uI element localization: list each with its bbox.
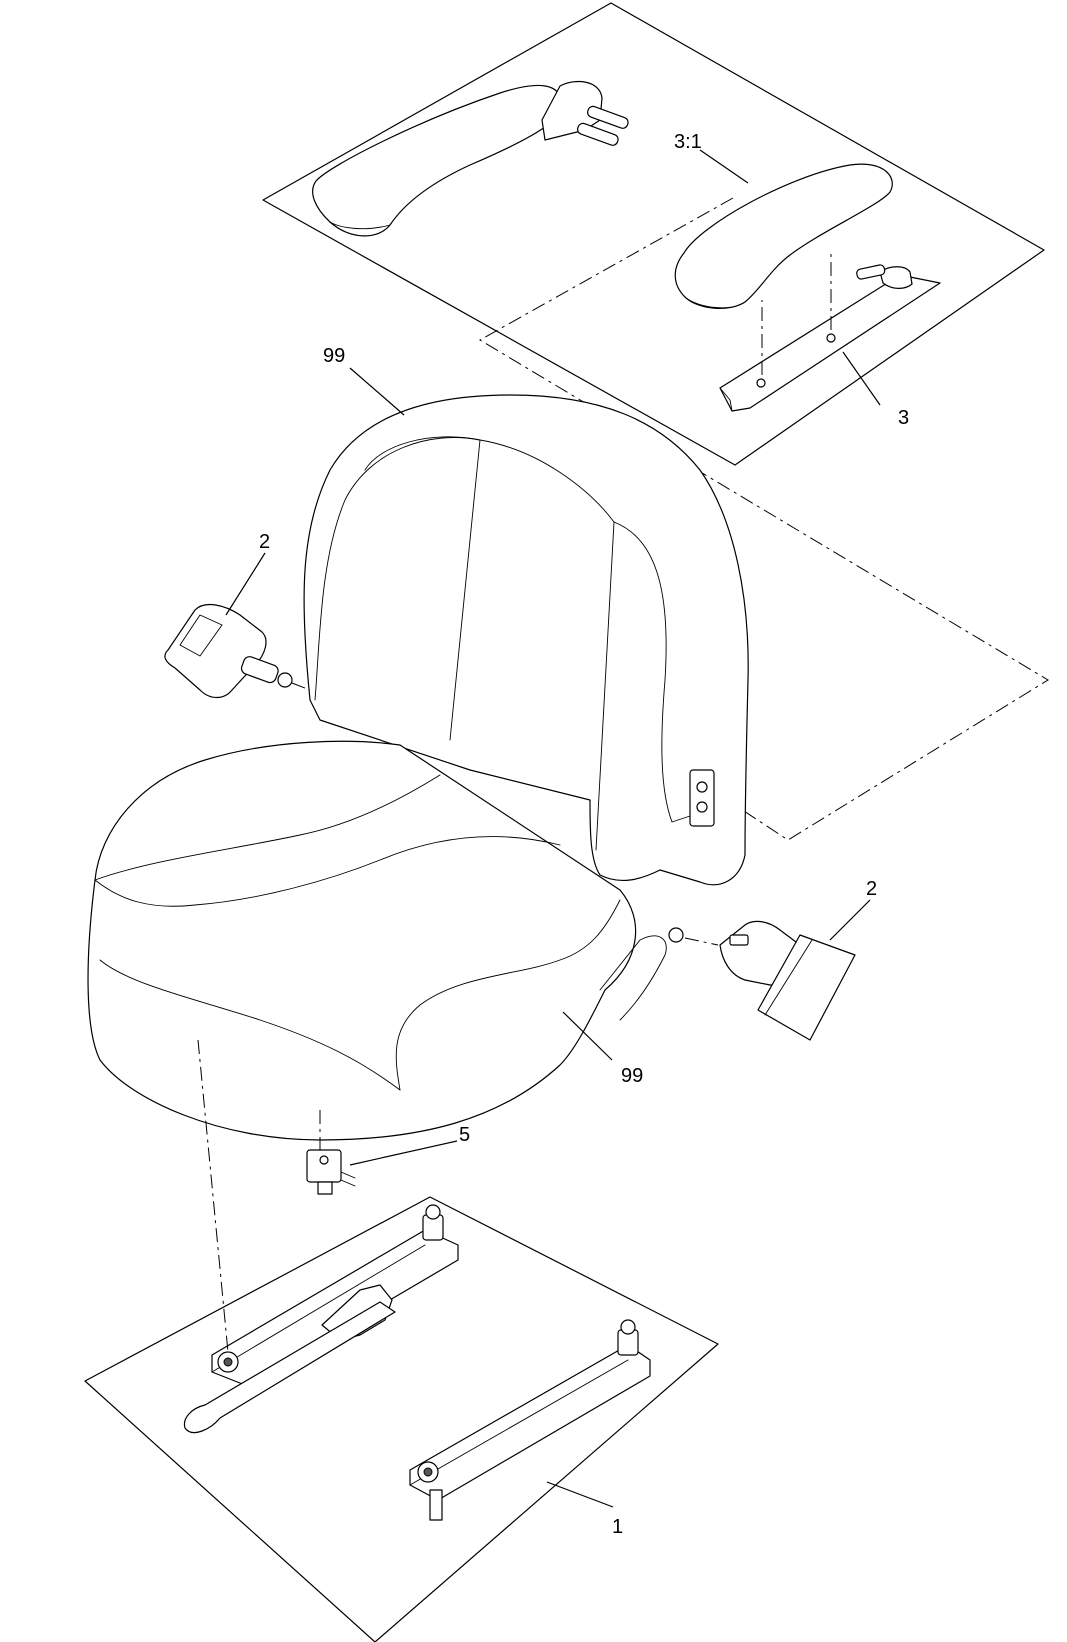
- callout-belt-buckle-right: 2: [866, 878, 877, 900]
- armrest-pad-body: [674, 163, 893, 309]
- slide-rail-panel: [84, 1039, 719, 1642]
- slide-rail-right-rear-stud-cap: [620, 1319, 636, 1335]
- armrest-pivot: [879, 266, 913, 289]
- leader-belt-buckle-right: [829, 899, 871, 941]
- leader-armrest-detail: [699, 149, 749, 184]
- slide-rail-left-front-stud-nut: [223, 1357, 233, 1367]
- callout-seat-cushion: 99: [621, 1065, 643, 1087]
- callout-belt-latch-left: 2: [259, 531, 270, 553]
- seat-cushion-front-seam: [94, 836, 561, 907]
- seat-back-top-panel: [364, 436, 615, 523]
- armrest-inset-panel: [262, 2, 1049, 841]
- callout-armrest: 3: [898, 407, 909, 429]
- slide-rail-right-edge: [409, 1359, 629, 1486]
- belt-latch-left-connector: [240, 656, 279, 684]
- seat-back: [303, 394, 749, 886]
- seat-cushion-right-panel: [395, 899, 621, 1091]
- armrest-panel-frame: [262, 2, 1045, 466]
- belt-buckle-right-strap: [757, 934, 856, 1041]
- seat-back-armrest-mount: [689, 769, 715, 827]
- reference-armrest-pad: [312, 84, 563, 237]
- slide-rail-left-channel: [211, 1229, 459, 1386]
- armrest-pivot-pin: [856, 264, 886, 280]
- seat-switch: [306, 1110, 356, 1195]
- slide-rail-right-front-stud-nut: [423, 1467, 433, 1477]
- seat-cushion: [87, 740, 684, 1141]
- seat-switch-plunger: [319, 1155, 329, 1165]
- armrest-base-plate: [719, 274, 941, 412]
- belt-buckle-right-alignment: [684, 937, 719, 946]
- seat-back-seam-right: [595, 521, 615, 851]
- slide-rail-left-rear-stud-cap: [425, 1204, 441, 1220]
- belt-buckle-right-slot: [729, 934, 749, 946]
- slide-rail-left-edge: [211, 1244, 426, 1373]
- armrest-stud-1: [826, 333, 836, 343]
- reference-armrest-edge: [329, 221, 391, 230]
- callout-armrest-detail: 3:1: [674, 131, 702, 153]
- callout-slide-rails: 1: [612, 1516, 623, 1538]
- seat-back-seam-left: [449, 439, 481, 741]
- seat-belt-anchor-stud: [668, 927, 684, 943]
- callout-seat-back: 99: [323, 345, 345, 367]
- seat-switch-body: [306, 1149, 342, 1183]
- belt-buckle-right: [684, 920, 856, 1041]
- seat-back-shell: [303, 394, 749, 886]
- slide-rail-release-handle: [183, 1301, 396, 1433]
- armrest-base-lip: [719, 387, 733, 412]
- reference-armrest: [312, 80, 629, 237]
- seat-back-mount-hole-2: [696, 801, 708, 813]
- leader-armrest: [842, 351, 881, 406]
- armrest-stud-2: [756, 378, 766, 388]
- belt-latch-left-body: [164, 603, 267, 699]
- seat-back-right-bolster: [613, 521, 703, 823]
- leader-slide-rails: [546, 1481, 614, 1508]
- armrest-pad: [674, 163, 893, 309]
- cushion-to-rail-alignment: [197, 1039, 229, 1353]
- reference-armrest-pin-2: [577, 122, 619, 146]
- slide-rail-right: [409, 1319, 651, 1521]
- armrest-pad-lower-edge: [685, 297, 746, 309]
- seat-back-left-bolster: [314, 437, 481, 701]
- slide-rail-panel-frame: [84, 1196, 719, 1642]
- slide-rail-right-front-foot: [429, 1489, 443, 1521]
- seat-cushion-body: [87, 740, 637, 1141]
- seat-switch-terminal-1: [340, 1171, 356, 1179]
- leader-belt-latch-left: [225, 552, 266, 616]
- seat-switch-terminal-2: [340, 1179, 356, 1187]
- reference-armrest-pin-1: [587, 105, 629, 129]
- belt-latch-left-bolt: [277, 672, 293, 688]
- leader-switch: [349, 1140, 458, 1166]
- belt-latch-left: [164, 603, 311, 699]
- callout-switch: 5: [459, 1124, 470, 1146]
- armrest-mount-phantom-line: [479, 197, 1049, 841]
- seat-cushion-left-panel: [94, 774, 441, 881]
- leader-seat-back: [349, 367, 405, 416]
- seat-back-mount-hole-1: [696, 781, 708, 793]
- belt-latch-left-alignment: [291, 682, 311, 691]
- seat-switch-base: [317, 1181, 333, 1195]
- armrest-base: [719, 264, 941, 412]
- seat-cushion-side-seam: [99, 959, 401, 1091]
- slide-rail-left: [183, 1204, 459, 1433]
- seat-cushion-rear-frame: [599, 935, 667, 1021]
- leader-seat-cushion: [562, 1011, 613, 1061]
- belt-buckle-right-strap-fold: [764, 939, 813, 1016]
- belt-latch-left-face: [179, 614, 223, 657]
